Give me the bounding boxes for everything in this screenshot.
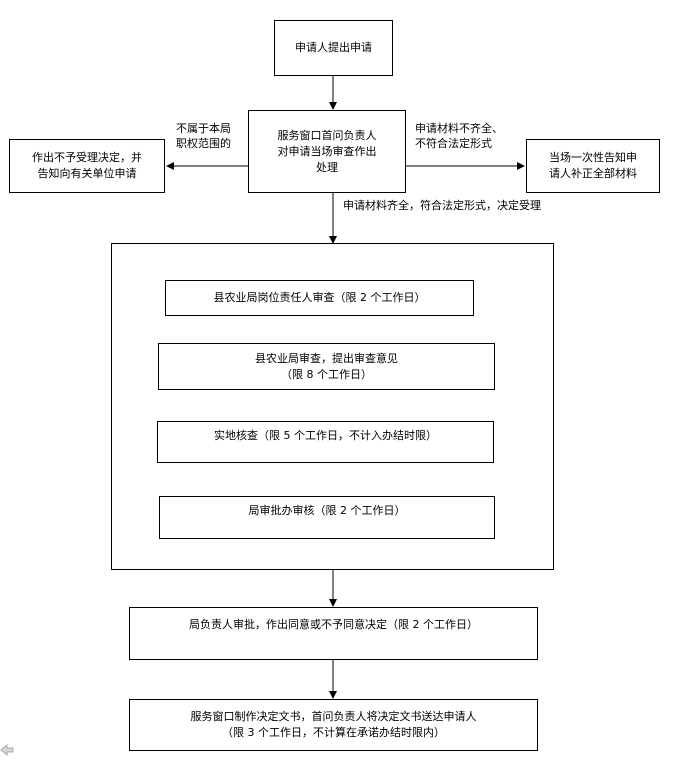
start-box: 申请人提出申请 (274, 20, 393, 76)
label-incomplete-line-2: 不符合法定形式 (415, 137, 492, 150)
window-review-line-1: 服务窗口首问负责人 (277, 128, 377, 142)
step4-text: 局审批办审核（限 2 个工作日） (248, 503, 406, 517)
reject-line-1: 作出不予受理决定，并 (32, 151, 142, 164)
step3-text: 实地核查（限 5 个工作日，不计入办结时限） (214, 429, 437, 442)
supplement-line-2: 请人补正全部材料 (549, 167, 637, 180)
label-incomplete: 申请材料不齐全、 不符合法定形式 (415, 121, 503, 151)
reject-box: 作出不予受理决定，并 告知向有关单位申请 (9, 139, 165, 193)
reject-line-2: 告知向有关单位申请 (37, 167, 137, 180)
supplement-line-1: 当场一次性告知申 (549, 151, 637, 164)
step2-line-2: （限 8 个工作日） (281, 367, 372, 381)
label-not-in-scope-line-2: 职权范围的 (176, 137, 231, 150)
step2-line-1: 县农业局审查，提出审查意见 (255, 351, 398, 365)
back-arrow-icon (0, 744, 14, 756)
step1-text: 县农业局岗位责任人审查（限 2 个工作日） (213, 291, 426, 304)
final-line-1: 服务窗口制作决定文书，首问负责人将决定文书送达申请人 (190, 710, 477, 723)
window-review-line-3: 处理 (316, 160, 338, 174)
label-accept: 申请材料齐全，符合法定形式，决定受理 (343, 199, 541, 212)
approval-box: 局负责人审批，作出同意或不予同意决定（限 2 个工作日） (129, 607, 538, 660)
supplement-box: 当场一次性告知申 请人补正全部材料 (526, 139, 660, 193)
start-text: 申请人提出申请 (295, 41, 372, 54)
window-review-line-2: 对申请当场审查作出 (277, 144, 377, 158)
label-incomplete-line-1: 申请材料不齐全、 (415, 122, 503, 135)
label-not-in-scope: 不属于本局 职权范围的 (176, 121, 231, 151)
window-review-box: 服务窗口首问负责人 对申请当场审查作出 处理 (248, 110, 406, 193)
label-not-in-scope-line-1: 不属于本局 (176, 122, 231, 135)
final-line-2: （限 3 个工作日，不计算在承诺办结时限内） (222, 726, 445, 739)
step4-box: 局审批办审核（限 2 个工作日） (159, 496, 495, 539)
step3-box: 实地核查（限 5 个工作日，不计入办结时限） (157, 421, 494, 463)
final-box: 服务窗口制作决定文书，首问负责人将决定文书送达申请人 （限 3 个工作日，不计算… (129, 699, 538, 751)
step1-box: 县农业局岗位责任人审查（限 2 个工作日） (165, 280, 474, 316)
approval-text: 局负责人审批，作出同意或不予同意决定（限 2 个工作日） (189, 617, 478, 631)
step2-box: 县农业局审查，提出审查意见 （限 8 个工作日） (158, 343, 495, 390)
